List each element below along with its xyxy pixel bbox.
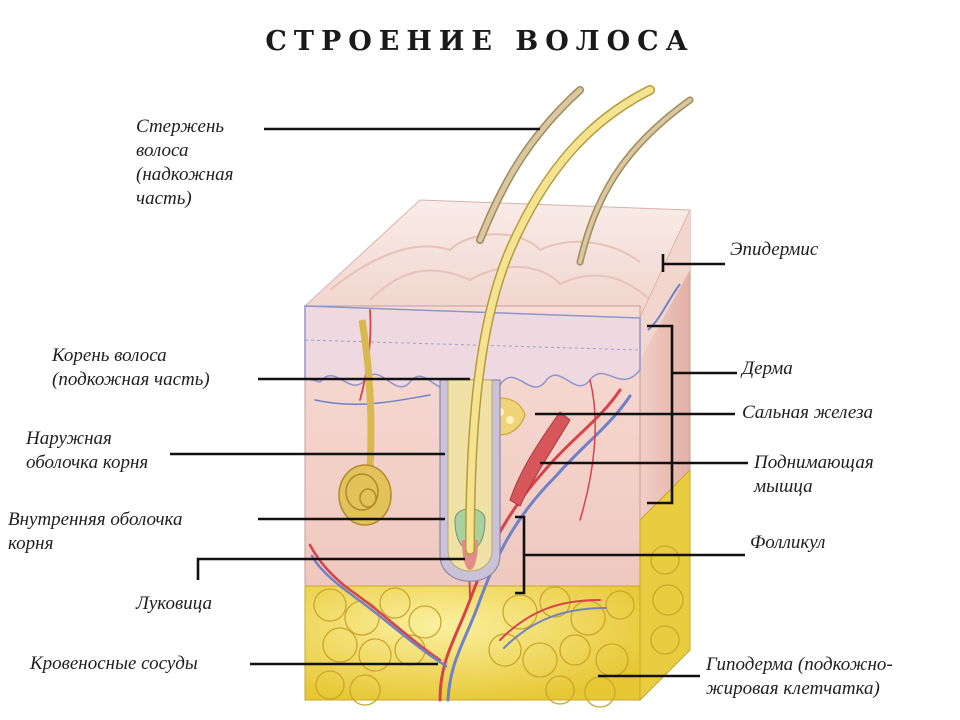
leader-lines <box>170 127 748 678</box>
label-bulb: Луковица <box>136 593 212 614</box>
label-hair-root: Корень волоса (подкожная часть) <box>52 345 210 390</box>
label-follicle: Фолликул <box>750 532 826 553</box>
diagram-title: СТРОЕНИЕ ВОЛОСА <box>265 26 695 57</box>
label-blood-vessels: Кровеносные сосуды <box>30 653 198 674</box>
label-hypodermis: Гиподерма (подкожно- жировая клетчатка) <box>706 654 893 699</box>
label-hair-shaft: Стержень волоса (надкожная часть) <box>136 116 234 209</box>
sweat-gland <box>338 319 392 526</box>
arrector-muscle <box>509 411 571 507</box>
hair-shafts <box>465 85 694 555</box>
label-arrector-muscle: Поднимающая мышца <box>754 452 874 497</box>
label-inner-root-sheath: Внутренняя оболочка корня <box>8 509 183 554</box>
label-outer-root-sheath: Наружная оболочка корня <box>26 428 149 473</box>
label-dermis: Дерма <box>742 358 793 379</box>
label-epidermis: Эпидермис <box>730 239 819 260</box>
label-sebaceous-gland: Сальная железа <box>742 402 873 423</box>
